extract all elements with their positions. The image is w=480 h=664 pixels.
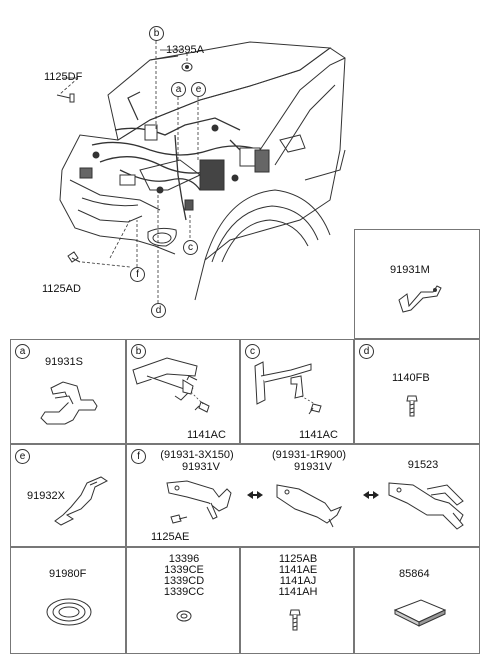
callout-f: f: [130, 267, 145, 282]
part-label-1125AE: 1125AE: [151, 531, 190, 543]
cell-bolts: 1125AB 1141AE 1141AJ 1141AH: [240, 547, 354, 654]
bolt-1125AB-icon: [289, 609, 301, 631]
cell-91931M: 91931M: [354, 229, 480, 339]
bracket-b-icon: [132, 357, 210, 413]
bracket-c-icon: [254, 361, 322, 415]
cell-letter-b: b: [131, 344, 146, 359]
bracket-91931S-icon: [40, 381, 98, 425]
cell-e: e 91932X: [10, 444, 126, 547]
part-label-1339CC: 1339CC: [163, 586, 205, 598]
part-label-91931S: 91931S: [45, 356, 83, 368]
grommet-13396-icon: [176, 610, 192, 622]
cell-f: f (91931-3X150) 91931V (91931-1R900) 919…: [126, 444, 480, 547]
cell-letter-f: f: [131, 449, 146, 464]
part-stack-bolts: 1125AB 1141AE 1141AJ 1141AH: [279, 554, 318, 598]
part-label-1141AH: 1141AH: [278, 586, 318, 598]
cell-b: b 1141AC: [126, 339, 240, 444]
cell-c: c 1141AC: [240, 339, 354, 444]
bracket-91931M-icon: [398, 285, 442, 313]
brackets-f-icon: [166, 480, 464, 530]
part-code-91931-1R900: (91931-1R900): [272, 449, 346, 461]
part-label-1141AE: 1141AE: [278, 564, 318, 576]
part-label-85864: 85864: [399, 568, 430, 580]
part-label-13396: 13396: [168, 553, 200, 565]
part-label-1339CD: 1339CD: [163, 575, 205, 587]
cell-d: d 1140FB: [354, 339, 480, 444]
cell-a: a 91931S: [10, 339, 126, 444]
part-label-f-91931V-2: 91931V: [294, 461, 332, 473]
pad-85864-icon: [393, 599, 447, 627]
cell-letter-e: e: [15, 449, 30, 464]
part-label-91980F: 91980F: [49, 568, 87, 580]
part-stack-grommets: 13396 1339CE 1339CD 1339CC: [164, 554, 204, 598]
part-label-91931M: 91931M: [390, 264, 430, 276]
cell-letter-c: c: [245, 344, 260, 359]
part-label-1339CE: 1339CE: [164, 564, 204, 576]
part-label-91523: 91523: [407, 459, 439, 471]
callout-a: a: [171, 82, 186, 97]
cell-85864: 85864: [354, 547, 480, 654]
part-label-1125AB: 1125AB: [278, 553, 318, 565]
bracket-91932X-icon: [54, 476, 108, 526]
bolt-1140FB-icon: [406, 395, 418, 417]
cell-letter-d: d: [359, 344, 374, 359]
part-code-91931-3X150: (91931-3X150): [160, 449, 234, 461]
part-label-1125AD: 1125AD: [42, 283, 81, 295]
part-label-b-1141AC: 1141AC: [187, 429, 226, 441]
part-label-13395A: 13395A: [166, 44, 204, 56]
part-label-c-1141AC: 1141AC: [299, 429, 338, 441]
part-label-1125DF: 1125DF: [44, 71, 83, 83]
cell-grommets: 13396 1339CE 1339CD 1339CC: [126, 547, 240, 654]
callout-c: c: [183, 240, 198, 255]
part-label-f-91931V-1: 91931V: [182, 461, 220, 473]
part-label-91932X: 91932X: [27, 490, 65, 502]
callout-d: d: [151, 303, 166, 318]
cell-letter-a: a: [15, 344, 30, 359]
grommet-91980F-icon: [46, 598, 92, 626]
part-label-1140FB: 1140FB: [392, 372, 430, 384]
part-label-1141AJ: 1141AJ: [279, 575, 317, 587]
callout-b: b: [149, 26, 164, 41]
cell-91980F: 91980F: [10, 547, 126, 654]
callout-e: e: [191, 82, 206, 97]
